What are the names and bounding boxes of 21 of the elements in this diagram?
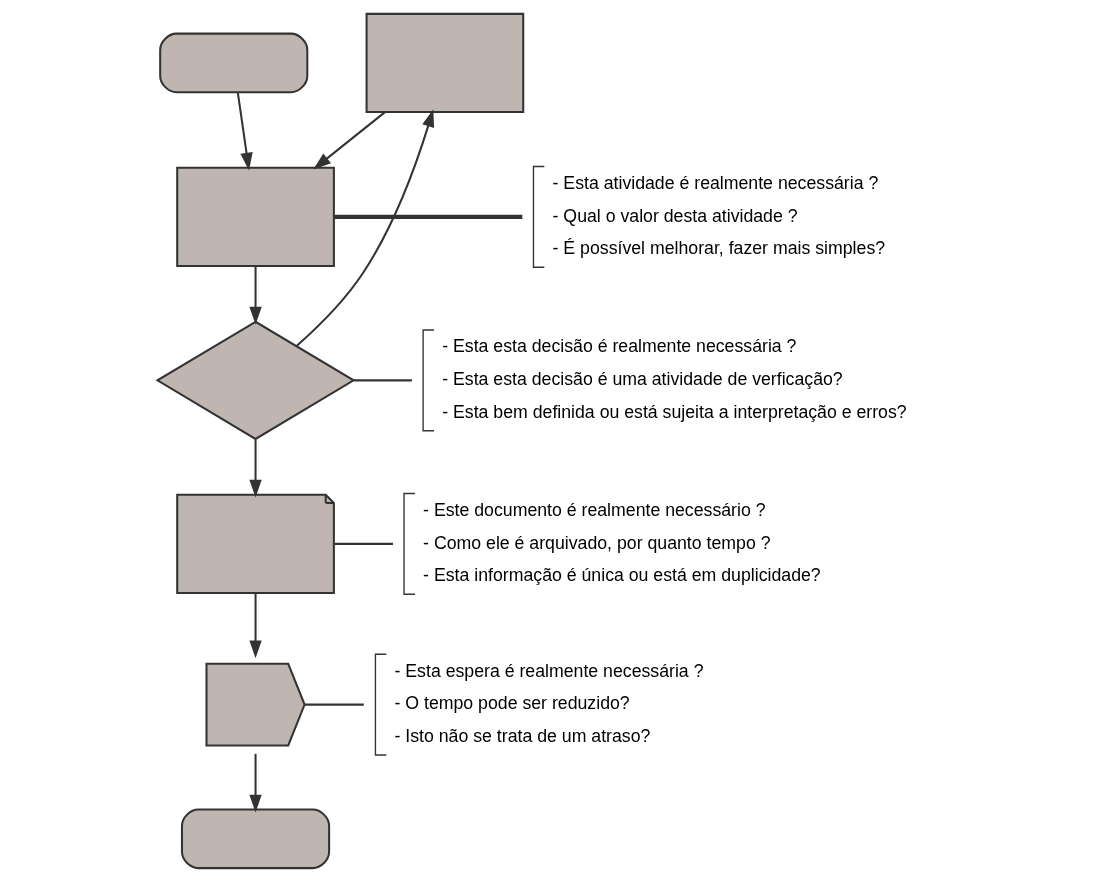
arrow xyxy=(249,439,262,498)
arrow xyxy=(249,266,262,325)
connector xyxy=(353,379,412,382)
connector xyxy=(334,214,523,219)
node-delay xyxy=(205,662,306,747)
node-box xyxy=(176,166,335,267)
connector xyxy=(334,542,393,545)
connector xyxy=(304,703,364,706)
node-terminator xyxy=(180,808,331,870)
arrow xyxy=(313,111,386,170)
node-text: - Este documento é realmente necessário ? - Como ele é arquivado, por quanto tempo ? - Esta informação é única ou está em duplicidade? xyxy=(423,499,821,586)
node-text: - Esta espera é realmente necessária ? - O tempo pode ser reduzido? - Isto não se trata de um atraso? xyxy=(394,660,704,746)
node-box xyxy=(365,12,525,113)
node-text: - Esta esta decisão é realmente necessária ? - Esta esta decisão é uma atividade de verficação? - Esta bem definida ou está sujeita a interpretação e erros? xyxy=(442,336,907,422)
node-text: - Esta atividade é realmente necessária ? - Qual o valor desta atividade ? - É possível melhorar, fazer mais simples? xyxy=(552,172,886,259)
node-terminator xyxy=(159,32,309,94)
node-diamond xyxy=(155,320,356,441)
arrow xyxy=(249,593,262,659)
arrow xyxy=(295,109,435,347)
arrow xyxy=(249,753,262,813)
arrow xyxy=(236,92,253,171)
